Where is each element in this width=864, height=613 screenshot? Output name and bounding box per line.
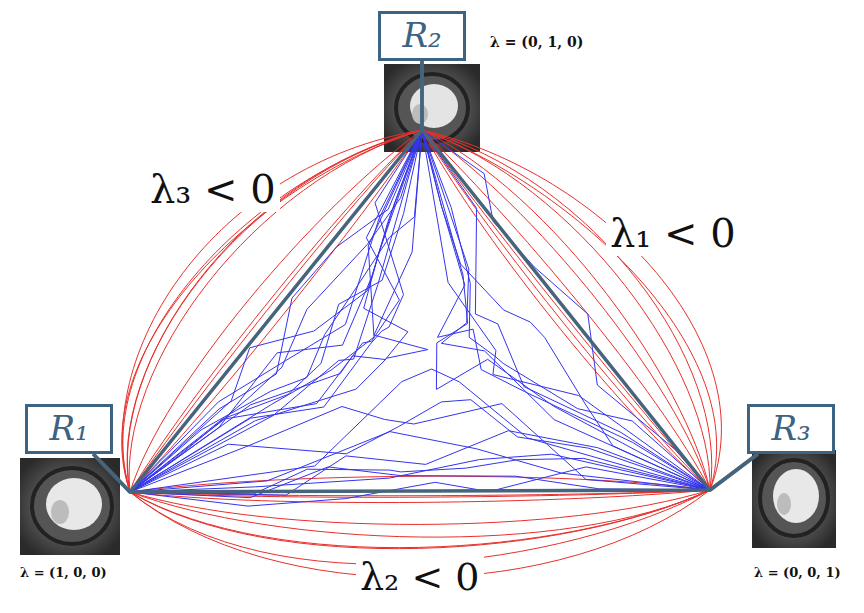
blue-trajectory	[130, 404, 710, 492]
simplex-edge	[93, 61, 422, 492]
eigen-condition: λ₃ < 0	[146, 166, 280, 212]
barycentric-coordinate: λ = (0, 1, 0)	[486, 34, 587, 50]
path-bundle	[122, 130, 722, 577]
region-box: R₂	[378, 11, 466, 61]
region-name: R₃	[771, 410, 810, 447]
mri-thumbnail	[20, 458, 120, 555]
simplex-edge	[422, 61, 758, 490]
region-box: R₁	[25, 404, 113, 454]
red-trajectory	[130, 490, 710, 524]
region-name: R₁	[49, 410, 88, 447]
red-trajectory	[130, 490, 710, 537]
barycentric-coordinate: λ = (1, 0, 0)	[16, 566, 111, 581]
barycentric-coordinate: λ = (0, 0, 1)	[750, 566, 845, 581]
simplex-edge	[93, 454, 758, 492]
blue-trajectory	[130, 454, 710, 492]
blue-trajectory	[130, 467, 710, 506]
eigen-condition: λ₁ < 0	[606, 210, 740, 256]
eigen-condition: λ₂ < 0	[356, 556, 484, 600]
red-trajectory	[130, 490, 710, 564]
blue-trajectory	[130, 432, 710, 492]
region-name: R₂	[402, 17, 441, 54]
region-box: R₃	[747, 404, 835, 454]
mri-thumbnail	[752, 450, 836, 548]
mri-thumbnail	[384, 64, 480, 152]
blue-trajectory	[130, 431, 710, 495]
blue-trajectory	[130, 369, 710, 492]
red-trajectory	[130, 490, 710, 549]
